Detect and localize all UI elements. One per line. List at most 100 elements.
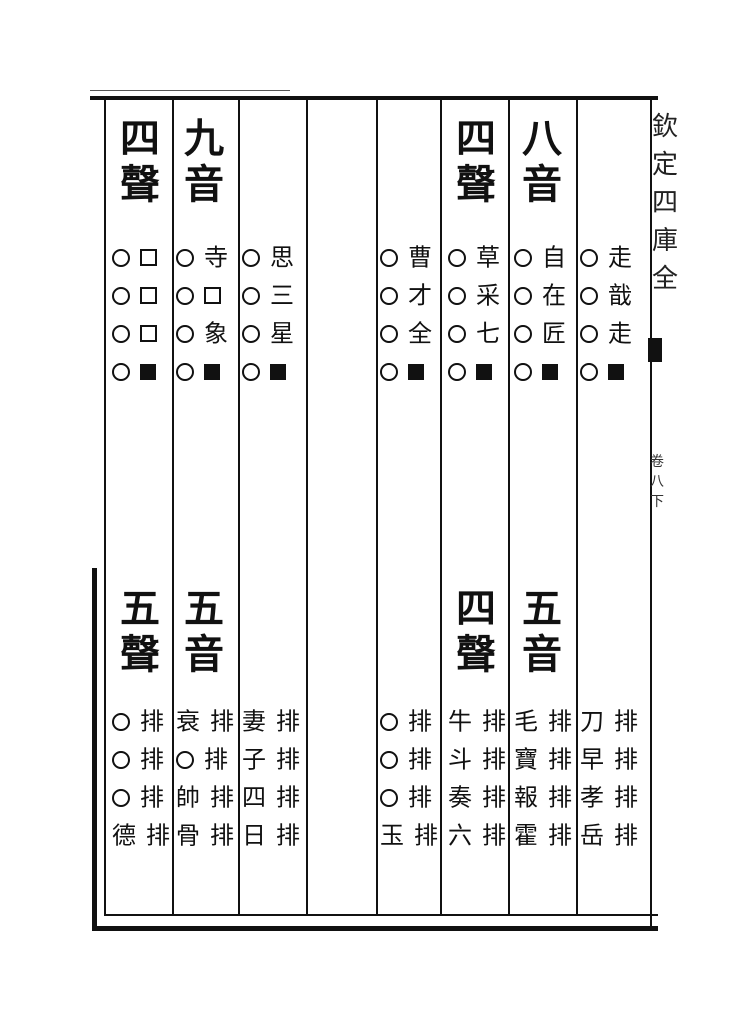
bottom-block-row-cell: 排 — [176, 742, 228, 774]
top-block-column-heading: 八音 — [512, 116, 572, 208]
bottom-block-column: 五聲排排排德排 — [110, 0, 170, 850]
bottom-block-column-heading: 五聲 — [110, 586, 170, 678]
character: 曹 — [408, 243, 432, 272]
column-divider — [376, 100, 378, 916]
heading-char: 五 — [184, 585, 224, 632]
circle-mark — [176, 750, 194, 769]
heading-char: 聲 — [120, 161, 160, 208]
heading-char: 五 — [120, 585, 160, 632]
bottom-block-row-cell: 岳排 — [580, 818, 638, 850]
character: 走 — [608, 243, 632, 272]
bottom-block-row-cell: 四排 — [242, 780, 300, 812]
bottom-block-row-cell: 排 — [112, 704, 164, 736]
character: 匠 — [542, 319, 566, 348]
top-block-column: 四聲 — [110, 0, 170, 381]
heading-char: 聲 — [120, 631, 160, 678]
character: 牛 — [448, 707, 472, 736]
column-divider — [576, 100, 578, 916]
column-divider — [508, 100, 510, 916]
bottom-block-column: 刀排早排孝排岳排 — [578, 0, 638, 850]
top-block-row-cell — [242, 354, 286, 386]
character: 排 — [204, 745, 228, 774]
bottom-block-column: 排排排玉排 — [378, 0, 438, 850]
character: 毛 — [514, 707, 538, 736]
column-divider — [306, 100, 308, 916]
character: 排 — [146, 821, 170, 850]
character: 排 — [276, 783, 300, 812]
bottom-block-row-cell: 斗排 — [448, 742, 506, 774]
top-block-row-cell: 戠 — [580, 278, 632, 310]
circle-mark — [380, 248, 398, 267]
character: 報 — [514, 783, 538, 812]
circle-mark — [112, 712, 130, 731]
character: 早 — [580, 745, 604, 774]
top-block-column-heading: 九音 — [174, 116, 234, 208]
bottom-block-row-cell: 孝排 — [580, 780, 638, 812]
circle-mark — [112, 788, 130, 807]
heading-char: 四 — [120, 115, 160, 162]
circle-mark — [242, 324, 260, 343]
character: 岳 — [580, 821, 604, 850]
bottom-block-column: 妻排子排四排日排 — [240, 0, 300, 850]
heading-char: 五 — [522, 585, 562, 632]
top-block-row-cell: 草 — [448, 240, 500, 272]
circle-mark — [112, 324, 130, 343]
heading-char: 四 — [456, 585, 496, 632]
character: 寺 — [204, 243, 228, 272]
filled-square-mark — [270, 363, 286, 380]
character: 排 — [210, 821, 234, 850]
circle-mark — [380, 712, 398, 731]
frame-top-rule — [90, 96, 658, 100]
top-block-row-cell: 曹 — [380, 240, 432, 272]
character: 排 — [276, 821, 300, 850]
heading-char: 音 — [522, 161, 562, 208]
bottom-block-column-heading: 五音 — [512, 586, 572, 678]
circle-mark — [380, 324, 398, 343]
top-block-row-cell: 寺 — [176, 240, 228, 272]
character: 排 — [548, 821, 572, 850]
empty-square-mark — [140, 287, 157, 304]
top-block-row-cell: 在 — [514, 278, 566, 310]
top-block-row-cell — [580, 354, 624, 386]
circle-mark — [242, 362, 260, 381]
character: 排 — [548, 783, 572, 812]
bottom-block-column-heading: 五音 — [174, 586, 234, 678]
bottom-block-column: 五音毛排寶排報排霍排 — [512, 0, 572, 850]
filled-square-mark — [204, 363, 220, 380]
spine-volume-mark: 卷八下 — [650, 454, 664, 510]
top-block-row-cell: 七 — [448, 316, 500, 348]
circle-mark — [514, 286, 532, 305]
bottom-block-row-cell: 報排 — [514, 780, 572, 812]
character: 七 — [476, 319, 500, 348]
bottom-block-row-cell: 排 — [380, 742, 432, 774]
circle-mark — [580, 362, 598, 381]
heading-char: 四 — [456, 115, 496, 162]
bottom-block-column: 四聲牛排斗排奏排六排 — [446, 0, 506, 850]
frame-inner-bottom-rule — [104, 914, 658, 916]
character: 帥 — [176, 783, 200, 812]
top-block-row-cell: 象 — [176, 316, 228, 348]
top-block-row-cell: 全 — [380, 316, 432, 348]
top-block-column: 走戠走 — [578, 0, 638, 381]
circle-mark — [242, 248, 260, 267]
column-divider — [238, 100, 240, 916]
character: 排 — [482, 707, 506, 736]
character: 排 — [548, 707, 572, 736]
top-block-row-cell: 走 — [580, 240, 632, 272]
empty-square-mark — [140, 325, 157, 342]
heading-char: 八 — [522, 115, 562, 162]
column-divider — [172, 100, 174, 916]
top-block-row-cell — [448, 354, 492, 386]
character: 才 — [408, 281, 432, 310]
top-block-row-cell — [112, 278, 157, 310]
bottom-block-row-cell: 霍排 — [514, 818, 572, 850]
top-block-row-cell — [514, 354, 558, 386]
empty-square-mark — [204, 287, 221, 304]
bottom-block-row-cell: 妻排 — [242, 704, 300, 736]
filled-square-mark — [140, 363, 156, 380]
top-block-row-cell: 走 — [580, 316, 632, 348]
heading-char: 九 — [184, 115, 224, 162]
top-block-row-cell: 才 — [380, 278, 432, 310]
character: 排 — [414, 821, 438, 850]
bottom-block-row-cell: 日排 — [242, 818, 300, 850]
